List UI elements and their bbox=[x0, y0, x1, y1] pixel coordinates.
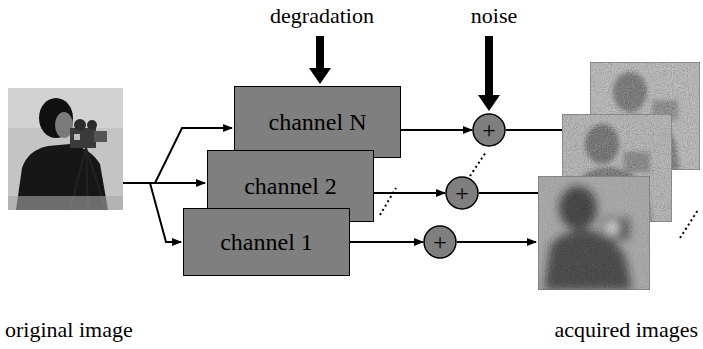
plus-sign: + bbox=[455, 181, 469, 205]
channel-box: channel 1 bbox=[183, 208, 350, 276]
channel-label: channel 1 bbox=[220, 230, 313, 254]
channel-label: channel 2 bbox=[244, 174, 337, 198]
signal-arrow bbox=[401, 129, 472, 131]
channel-box: channel N bbox=[234, 86, 401, 158]
degradation-arrow bbox=[309, 36, 331, 84]
caption-label: acquired images bbox=[554, 318, 698, 342]
original-photo bbox=[8, 88, 123, 210]
plus-sign: + bbox=[433, 230, 447, 254]
channel-label: channel N bbox=[269, 110, 367, 134]
noise-arrow bbox=[478, 36, 500, 111]
caption-label: noise bbox=[471, 4, 517, 28]
adder-circle: + bbox=[472, 113, 506, 147]
plus-sign: + bbox=[482, 118, 496, 142]
signal-arrow bbox=[350, 241, 423, 243]
signal-arrow bbox=[374, 192, 445, 194]
caption-label: degradation bbox=[270, 4, 374, 28]
adder-circle: + bbox=[423, 225, 457, 259]
adder-circle: + bbox=[445, 176, 479, 210]
caption-label: original image bbox=[5, 318, 133, 342]
acquired-image bbox=[538, 176, 650, 290]
